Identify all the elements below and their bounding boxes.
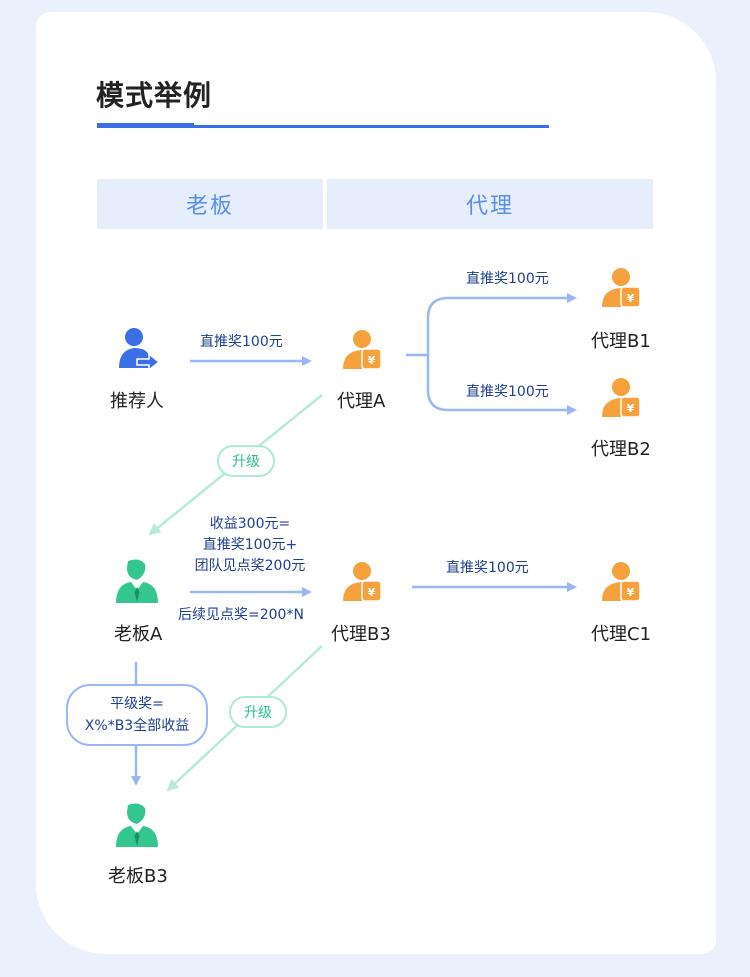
- person-share-icon: [119, 328, 161, 372]
- boss-income-line-2: 直推奖100元+: [202, 537, 298, 553]
- svg-text:¥: ¥: [368, 354, 376, 367]
- peer-reward-box: 平级奖= X%*B3全部收益: [66, 684, 208, 746]
- svg-text:¥: ¥: [627, 402, 635, 415]
- label-a-to-b1: 直推奖100元: [466, 271, 549, 287]
- title-underline-accent: [97, 123, 194, 128]
- person-yen-icon: ¥: [602, 268, 641, 308]
- boss-income-line-1: 收益300元=: [209, 516, 291, 532]
- svg-text:¥: ¥: [627, 292, 635, 305]
- svg-text:¥: ¥: [627, 586, 635, 599]
- arrow-agent-a-to-b1: [406, 293, 577, 357]
- node-referrer: 推荐人: [110, 391, 164, 412]
- node-agent-a: 代理A: [337, 391, 386, 412]
- person-yen-icon: ¥: [602, 378, 641, 418]
- node-boss-b3: 老板B3: [108, 866, 168, 887]
- node-agent-b1: 代理B1: [591, 331, 651, 352]
- person-suit-icon: [116, 803, 158, 847]
- header-boss: 老板: [97, 179, 323, 229]
- person-yen-icon: ¥: [343, 330, 382, 370]
- person-yen-icon: ¥: [343, 562, 382, 602]
- upgrade-badge-1: 升级: [217, 445, 275, 477]
- arrow-agent-a-to-b2: [426, 355, 577, 415]
- label-boss-income: 收益300元= 直推奖100元+ 团队见点奖200元: [180, 514, 320, 577]
- node-agent-b2: 代理B2: [591, 439, 651, 460]
- boss-income-line-3: 团队见点奖200元: [194, 558, 306, 574]
- label-a-to-b2: 直推奖100元: [466, 384, 549, 400]
- title-underline: [97, 125, 549, 128]
- upgrade-badge-2: 升级: [229, 696, 287, 728]
- content-card: [36, 12, 716, 954]
- header-agent: 代理: [327, 179, 653, 229]
- peer-reward-line-1: 平级奖=: [110, 696, 164, 712]
- peer-reward-line-2: X%*B3全部收益: [84, 718, 190, 734]
- page-title: 模式举例: [96, 79, 213, 112]
- person-suit-icon: [116, 559, 158, 603]
- person-yen-icon: ¥: [602, 562, 641, 602]
- label-boss-followup: 后续见点奖=200*N: [178, 607, 304, 623]
- svg-text:¥: ¥: [368, 586, 376, 599]
- node-boss-a: 老板A: [114, 624, 163, 645]
- node-agent-b3: 代理B3: [331, 624, 391, 645]
- node-agent-c1: 代理C1: [591, 624, 652, 645]
- label-referrer-to-a: 直推奖100元: [200, 334, 283, 350]
- label-b3-to-c1: 直推奖100元: [446, 560, 529, 576]
